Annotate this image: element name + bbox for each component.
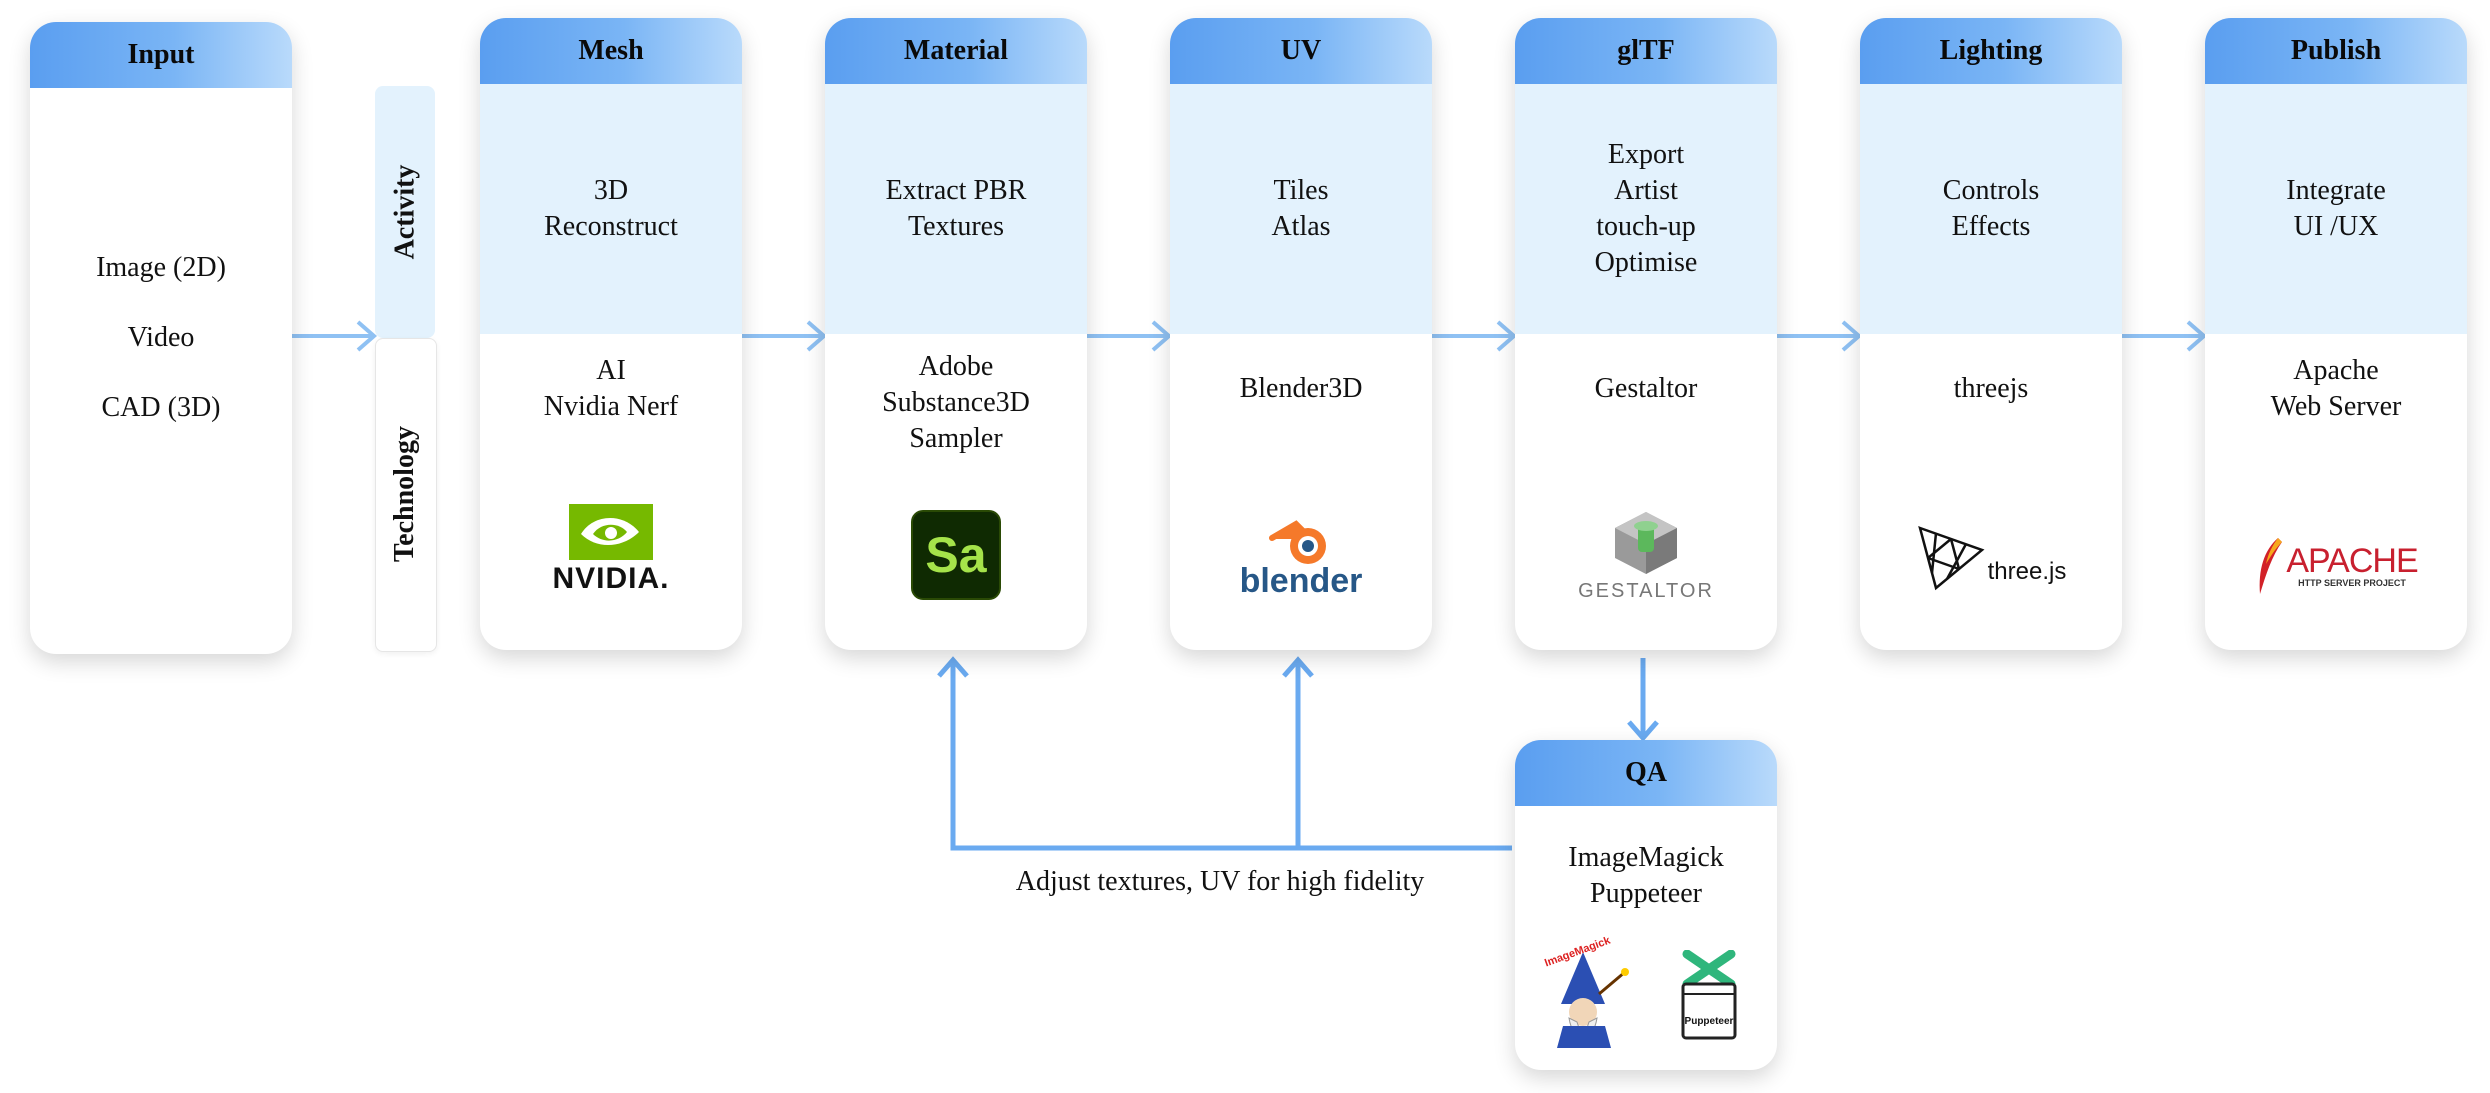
input-title: Input <box>30 22 292 88</box>
stage-technology: Blender3D <box>1239 373 1363 404</box>
imagemagick-logo: ImageMagick <box>1539 935 1639 1053</box>
technology-row-band <box>375 338 437 652</box>
substance-sampler-logo: Sa <box>825 510 1087 600</box>
threejs-logo: three.js <box>1860 524 2122 592</box>
activity-row-label: Activity <box>389 164 421 260</box>
activity-row-band <box>375 86 435 338</box>
qa-title: QA <box>1515 740 1777 806</box>
puppeteer-logo: Puppeteer <box>1679 949 1739 1047</box>
stage-technology: threejs <box>1953 373 2029 404</box>
feedback-line <box>950 660 1512 851</box>
stage-technology: Gestaltor <box>1594 373 1698 404</box>
stage-title: Publish <box>2205 18 2467 84</box>
stage-title: Lighting <box>1860 18 2122 84</box>
technology-row-label: Technology <box>389 426 421 562</box>
input-item: Image (2D) <box>96 252 226 283</box>
input-item: Video <box>127 322 195 353</box>
blender-logo: blender <box>1170 518 1432 601</box>
gestaltor-logo: GESTALTOR <box>1515 510 1777 603</box>
feedback-label: Adjust textures, UV for high fidelity <box>1015 866 1425 897</box>
nvidia-logo: NVIDIA. <box>480 504 742 596</box>
stage-title: UV <box>1170 18 1432 84</box>
stage-title: glTF <box>1515 18 1777 84</box>
apache-logo: APACHE HTTP SERVER PROJECT <box>2205 536 2467 596</box>
stage-title: Material <box>825 18 1087 84</box>
input-card: Input Image (2D) Video CAD (3D) <box>30 22 292 654</box>
input-item: CAD (3D) <box>101 392 221 423</box>
stage-title: Mesh <box>480 18 742 84</box>
